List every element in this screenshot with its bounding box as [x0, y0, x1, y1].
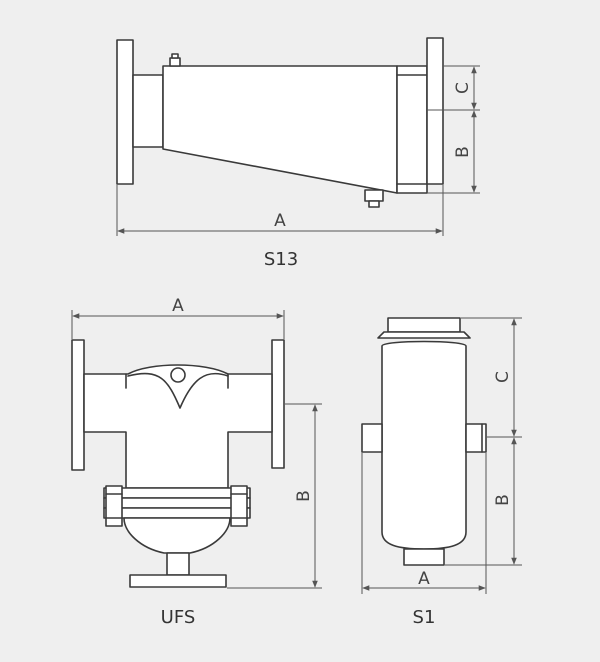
ufs-base-flange — [129, 574, 227, 588]
s1-cap-rim — [377, 331, 471, 339]
s1-body — [381, 340, 467, 550]
ufs-dim-a-label: A — [172, 296, 184, 316]
s1-left-port — [361, 423, 383, 453]
ufs-left-flange — [71, 339, 85, 471]
s13-dim-a-label: A — [274, 211, 286, 231]
s1-caption: S1 — [413, 607, 436, 628]
s13-dim-b-label: B — [453, 146, 473, 158]
s1-top-cap — [387, 317, 461, 333]
ufs-dim-b-label: B — [294, 490, 314, 502]
s13-top-plug — [169, 57, 181, 67]
ufs-baffle — [127, 372, 229, 409]
ufs-cover-flange-top — [103, 487, 251, 499]
ufs-left-bolt — [105, 485, 123, 527]
ufs-stem — [166, 552, 190, 576]
ufs-body — [83, 364, 273, 489]
s13-strainer-drawing: A C B S13 — [116, 37, 480, 270]
s13-dim-c-label: C — [453, 82, 473, 94]
s13-drain-plug — [364, 189, 384, 202]
ufs-cover-flange-bottom — [103, 507, 251, 519]
s13-top-plug-cap — [171, 53, 179, 59]
s1-strainer-drawing: A C B S1 — [361, 317, 522, 628]
s13-left-flange — [116, 39, 134, 185]
s13-right-neck — [396, 65, 428, 194]
s1-right-port — [465, 423, 487, 453]
s1-dim-c-label: C — [493, 371, 513, 383]
s1-dim-b-label: B — [493, 494, 513, 506]
s1-bottom-outlet — [403, 548, 445, 566]
s13-left-neck — [132, 74, 164, 148]
ufs-right-flange — [271, 339, 285, 469]
s13-right-flange — [426, 37, 444, 185]
s13-body — [162, 65, 398, 194]
ufs-inspection-hole — [170, 367, 186, 383]
ufs-right-bolt — [230, 485, 248, 527]
ufs-cover-flange-mid — [103, 497, 251, 509]
s13-drain-plug-cap — [368, 200, 380, 208]
ufs-bowl — [123, 517, 231, 554]
ufs-strainer-drawing: A B UFS — [71, 296, 322, 628]
s1-dim-a-label: A — [418, 569, 430, 589]
s13-caption: S13 — [264, 249, 298, 270]
ufs-caption: UFS — [161, 607, 196, 628]
